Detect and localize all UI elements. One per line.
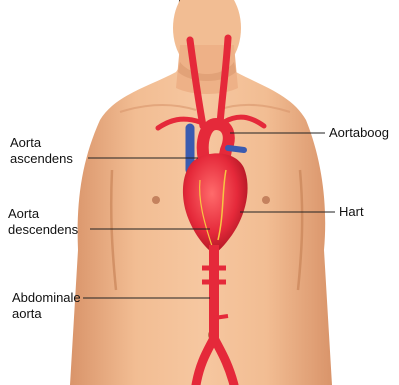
label-aorta-descendens: Aorta descendens (8, 206, 78, 238)
label-abdominale-aorta: Abdominale aorta (12, 290, 81, 322)
label-aortaboog: Aortaboog (329, 125, 389, 141)
label-hart: Hart (339, 204, 364, 220)
pulmonary-vein (228, 148, 244, 150)
mesenteric-branch (214, 316, 228, 318)
right-nipple (262, 196, 270, 204)
left-nipple (152, 196, 160, 204)
label-aorta-ascendens: Aorta ascendens (10, 135, 73, 167)
